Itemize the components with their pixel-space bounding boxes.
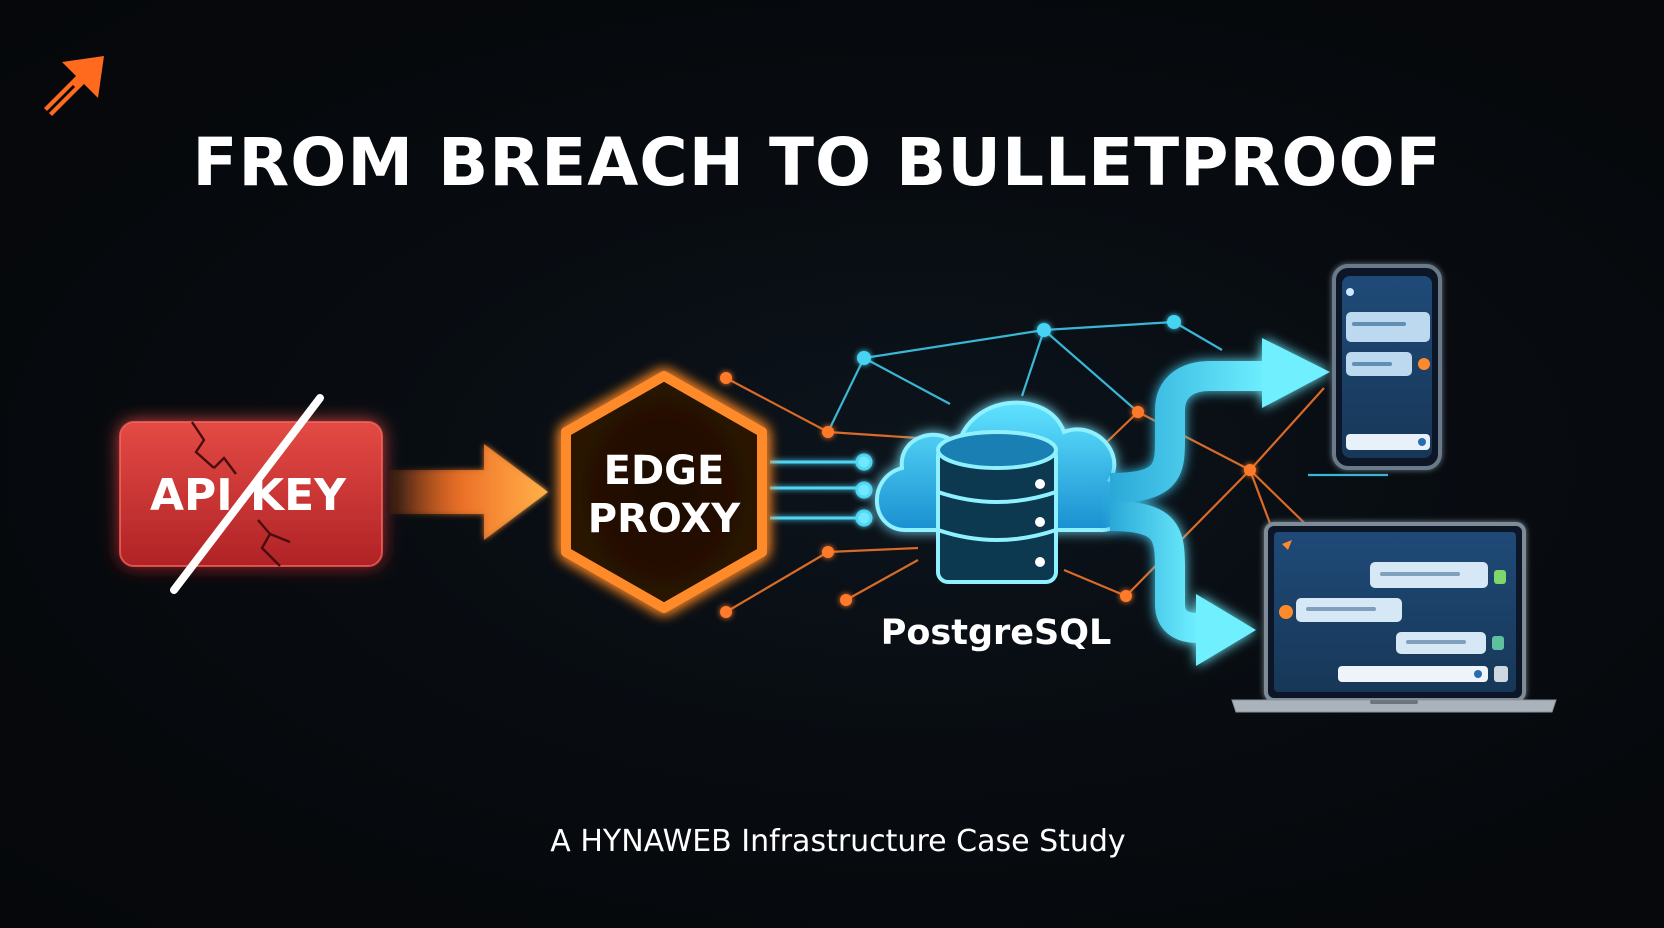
laptop-chat-icon <box>1231 522 1557 713</box>
phone-chat-icon <box>1332 264 1442 470</box>
cloud-database-icon <box>875 400 1128 584</box>
network-nodes <box>720 315 1256 618</box>
orange-flow-arrow <box>390 444 548 540</box>
orange-arrow-logo-icon <box>44 56 104 116</box>
data-lines <box>770 453 873 527</box>
crack-lines <box>191 421 291 567</box>
edge-proxy-hexagon: EDGE PROXY <box>561 371 767 613</box>
case-study-subtitle: A HYNAWEB Infrastructure Case Study <box>550 824 1126 859</box>
page-title: FROM BREACH TO BULLETPROOF <box>192 124 1442 201</box>
api-label: API <box>150 470 233 521</box>
strike-through-line <box>170 394 324 594</box>
api-key-card: API KEY <box>119 394 383 594</box>
postgresql-label: PostgreSQL <box>881 613 1112 653</box>
edge-proxy-line1: EDGE <box>604 448 725 494</box>
key-label: KEY <box>250 470 347 521</box>
cyan-branch-arrows <box>1109 338 1330 666</box>
edge-proxy-line2: PROXY <box>588 496 742 542</box>
database-cylinder-icon <box>936 430 1058 584</box>
